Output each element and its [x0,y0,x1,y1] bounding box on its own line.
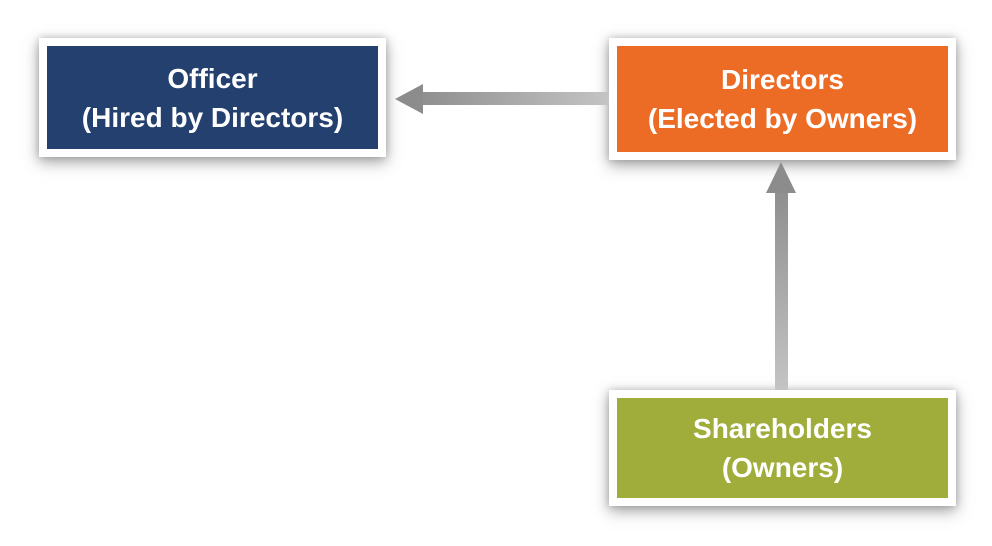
node-directors-title: Directors [721,64,844,95]
node-officer: Officer (Hired by Directors) [39,38,386,157]
arrow-up-icon [766,162,796,193]
node-shareholders-title: Shareholders [693,413,872,444]
node-officer-subtitle: (Hired by Directors) [81,101,344,133]
arrow-shareholders-to-directors-shaft [775,192,788,390]
node-shareholders-subtitle: (Owners) [721,452,844,483]
node-shareholders: Shareholders (Owners) [609,390,956,506]
node-directors: Directors (Elected by Owners) [609,38,956,160]
arrow-directors-to-officer-shaft [421,92,609,105]
arrow-left-icon [395,84,423,114]
node-officer-title: Officer [167,62,258,94]
node-directors-subtitle: (Elected by Owners) [647,103,918,134]
